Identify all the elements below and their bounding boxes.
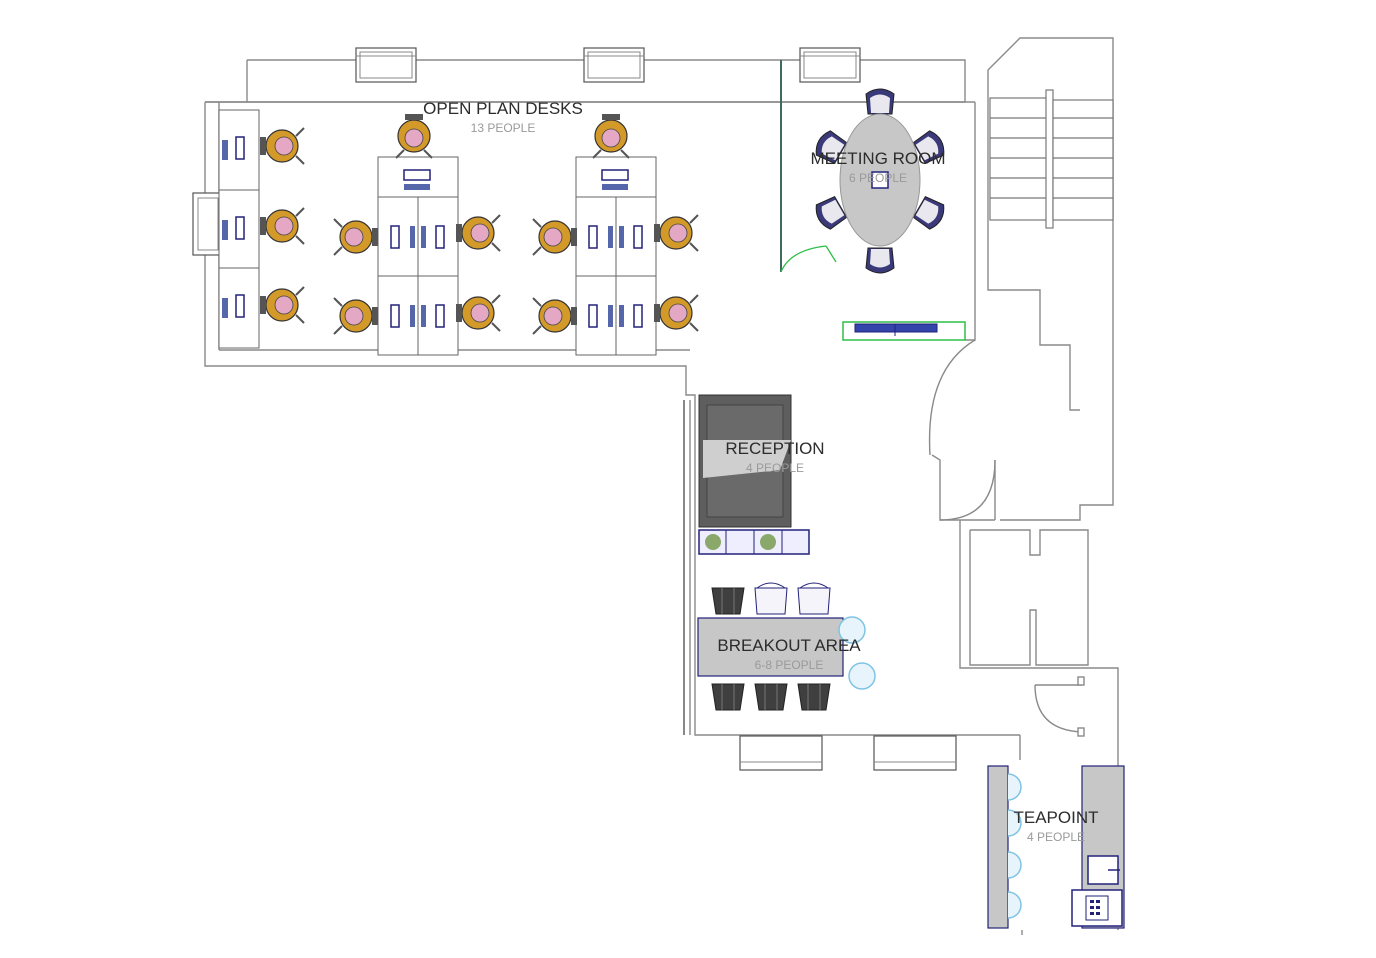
open-plan-title: OPEN PLAN DESKS — [423, 99, 583, 118]
open-plan-capacity: 13 PEOPLE — [470, 121, 536, 135]
reception-title: RECEPTION — [725, 439, 825, 458]
reception-desk — [698, 394, 810, 555]
reception-capacity: 4 PEOPLE — [745, 461, 805, 475]
teapoint-title: TEAPOINT — [1013, 808, 1099, 827]
meeting-room-capacity: 6 PEOPLE — [848, 171, 908, 185]
desk-cluster-1 — [333, 113, 501, 356]
top-windows — [355, 47, 861, 83]
breakout-area — [697, 582, 876, 711]
teapoint — [987, 765, 1125, 929]
meeting-room-title: MEETING ROOM — [810, 149, 946, 168]
staircase — [989, 89, 1114, 229]
teapoint-capacity: 4 PEOPLE — [1026, 830, 1086, 844]
breakout-title: BREAKOUT AREA — [717, 636, 861, 655]
bottom-windows — [739, 735, 957, 771]
outer-walls — [204, 37, 1119, 935]
desk-cluster-2 — [532, 113, 699, 356]
left-desk-bank — [218, 109, 305, 349]
breakout-capacity: 6-8 PEOPLE — [754, 658, 824, 672]
meeting-room — [780, 60, 966, 341]
